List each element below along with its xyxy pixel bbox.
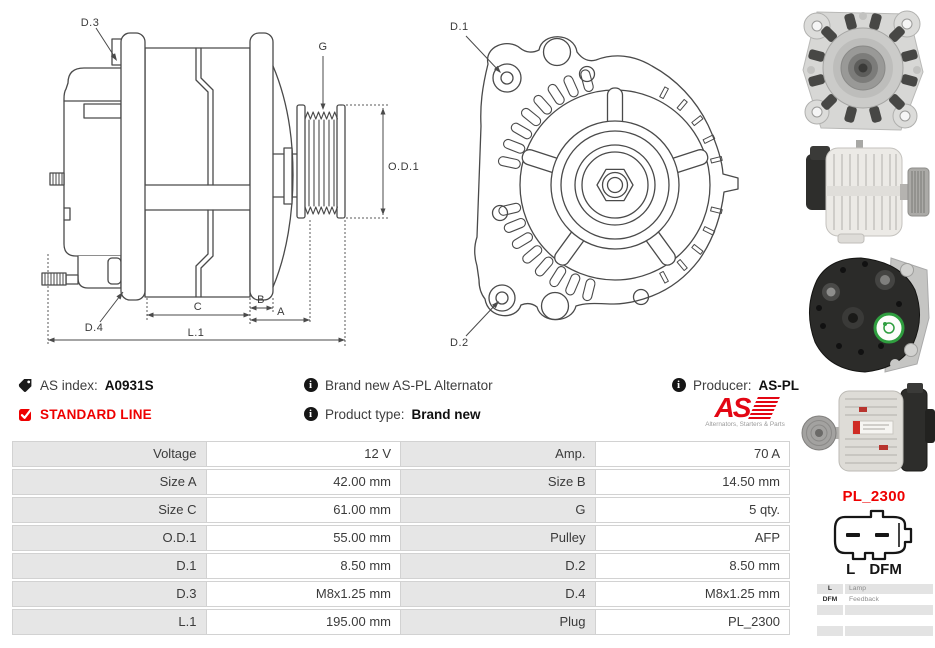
spec-value-cell: 8.50 mm	[206, 553, 401, 579]
legend-key	[817, 616, 843, 626]
product-type-item: i Product type: Brand new	[303, 406, 481, 422]
standard-line-label: STANDARD LINE	[40, 406, 152, 422]
producer-label: Producer:	[693, 377, 752, 393]
plug-legend: L Lamp DFM Feedback	[817, 584, 933, 637]
as-logo-stripes	[748, 396, 781, 419]
legend-row: DFM Feedback	[817, 595, 933, 605]
product-photo-front[interactable]	[797, 6, 929, 139]
as-pl-logo: AS Alternators, Starters & Parts	[696, 392, 794, 429]
spec-value-cell: 5 qty.	[595, 497, 790, 523]
legend-row	[817, 605, 933, 615]
product-photo-rear[interactable]	[795, 248, 933, 383]
spec-value-cell: 8.50 mm	[595, 553, 790, 579]
spec-value-cell: PL_2300	[595, 609, 790, 635]
spec-value-cell: 195.00 mm	[206, 609, 401, 635]
table-row: O.D.1 55.00 mm Pulley AFP	[12, 525, 790, 551]
as-index-value: A0931S	[104, 377, 154, 393]
spec-value-cell: 70 A	[595, 441, 790, 467]
legend-row	[817, 626, 933, 636]
plug-connector-drawing	[833, 509, 913, 561]
table-row: D.1 8.50 mm D.2 8.50 mm	[12, 553, 790, 579]
spec-value-cell: AFP	[595, 525, 790, 551]
dim-label-d4: D.4	[85, 322, 104, 334]
as-index-label: AS index:	[40, 377, 98, 393]
producer-item: i Producer: AS-PL	[671, 377, 799, 393]
spec-label-cell: D.1	[12, 553, 207, 579]
spec-label-cell: D.4	[401, 581, 596, 607]
spec-label-cell: D.2	[401, 553, 596, 579]
dim-label-g: G	[318, 41, 327, 53]
dim-label-a: A	[277, 306, 285, 318]
spec-value-cell: 14.50 mm	[595, 469, 790, 495]
spec-label-cell: Voltage	[12, 441, 207, 467]
info-icon: i	[303, 407, 318, 422]
spec-value-cell: 55.00 mm	[206, 525, 401, 551]
dim-label-d2: D.2	[450, 337, 469, 349]
product-photo-side-left[interactable]	[795, 383, 935, 483]
producer-value: AS-PL	[758, 377, 800, 393]
side-view-drawing: D.3 G O.D.1 D.4 C B A L.1	[41, 17, 419, 346]
standard-line-item: STANDARD LINE	[18, 406, 152, 422]
checkbox-checked-icon	[18, 407, 33, 422]
description-item: i Brand new AS-PL Alternator	[303, 377, 493, 393]
spec-table: Voltage 12 V Amp. 70 A Size A 42.00 mm S…	[12, 441, 790, 637]
table-row: Size A 42.00 mm Size B 14.50 mm	[12, 469, 790, 495]
spec-label-cell: D.3	[12, 581, 207, 607]
info-icon: i	[303, 378, 318, 393]
spec-value-cell: M8x1.25 mm	[595, 581, 790, 607]
as-logo-text: AS	[714, 392, 752, 423]
dim-label-c: C	[194, 301, 202, 313]
product-type-value: Brand new	[411, 406, 481, 422]
product-photo-side-right[interactable]	[800, 138, 933, 250]
tag-icon	[18, 378, 33, 393]
spec-label-cell: Size A	[12, 469, 207, 495]
legend-desc: Lamp	[845, 584, 933, 594]
legend-row: L Lamp	[817, 584, 933, 594]
spec-label-cell: Pulley	[401, 525, 596, 551]
legend-key: L	[817, 584, 843, 594]
dim-label-d1: D.1	[450, 21, 469, 33]
spec-label-cell: Size C	[12, 497, 207, 523]
pin-dfm-label: DFM	[869, 561, 902, 578]
dim-label-od1: O.D.1	[388, 161, 419, 173]
as-index-item: AS index: A0931S	[18, 377, 154, 393]
dim-label-l1: L.1	[188, 327, 205, 339]
table-row: Size C 61.00 mm G 5 qty.	[12, 497, 790, 523]
legend-key	[817, 626, 843, 636]
plug-name: PL_2300	[842, 488, 906, 505]
table-row: D.3 M8x1.25 mm D.4 M8x1.25 mm	[12, 581, 790, 607]
spec-label-cell: G	[401, 497, 596, 523]
table-row: L.1 195.00 mm Plug PL_2300	[12, 609, 790, 635]
plug-pin-labels: L DFM	[829, 561, 919, 578]
dim-label-b: B	[257, 294, 265, 306]
spec-label-cell: Size B	[401, 469, 596, 495]
spec-value-cell: 12 V	[206, 441, 401, 467]
spec-value-cell: M8x1.25 mm	[206, 581, 401, 607]
front-view-drawing: D.1 D.2	[450, 21, 739, 349]
legend-key: DFM	[822, 595, 838, 603]
spec-label-cell: L.1	[12, 609, 207, 635]
pin-l-label: L	[846, 561, 856, 578]
legend-key	[817, 605, 843, 615]
spec-label-cell: Plug	[401, 609, 596, 635]
info-icon: i	[671, 378, 686, 393]
spec-value-cell: 42.00 mm	[206, 469, 401, 495]
legend-desc	[845, 616, 933, 626]
product-type-label: Product type:	[325, 406, 405, 422]
legend-desc	[845, 605, 933, 615]
table-row: Voltage 12 V Amp. 70 A	[12, 441, 790, 467]
legend-desc: Feedback	[849, 595, 879, 603]
spec-label-cell: O.D.1	[12, 525, 207, 551]
spec-label-cell: Amp.	[401, 441, 596, 467]
spec-value-cell: 61.00 mm	[206, 497, 401, 523]
legend-row	[817, 616, 933, 626]
as-logo-tagline: Alternators, Starters & Parts	[705, 421, 785, 428]
dim-label-d3: D.3	[81, 17, 100, 29]
description-text: Brand new AS-PL Alternator	[325, 377, 493, 393]
legend-desc	[845, 626, 933, 636]
